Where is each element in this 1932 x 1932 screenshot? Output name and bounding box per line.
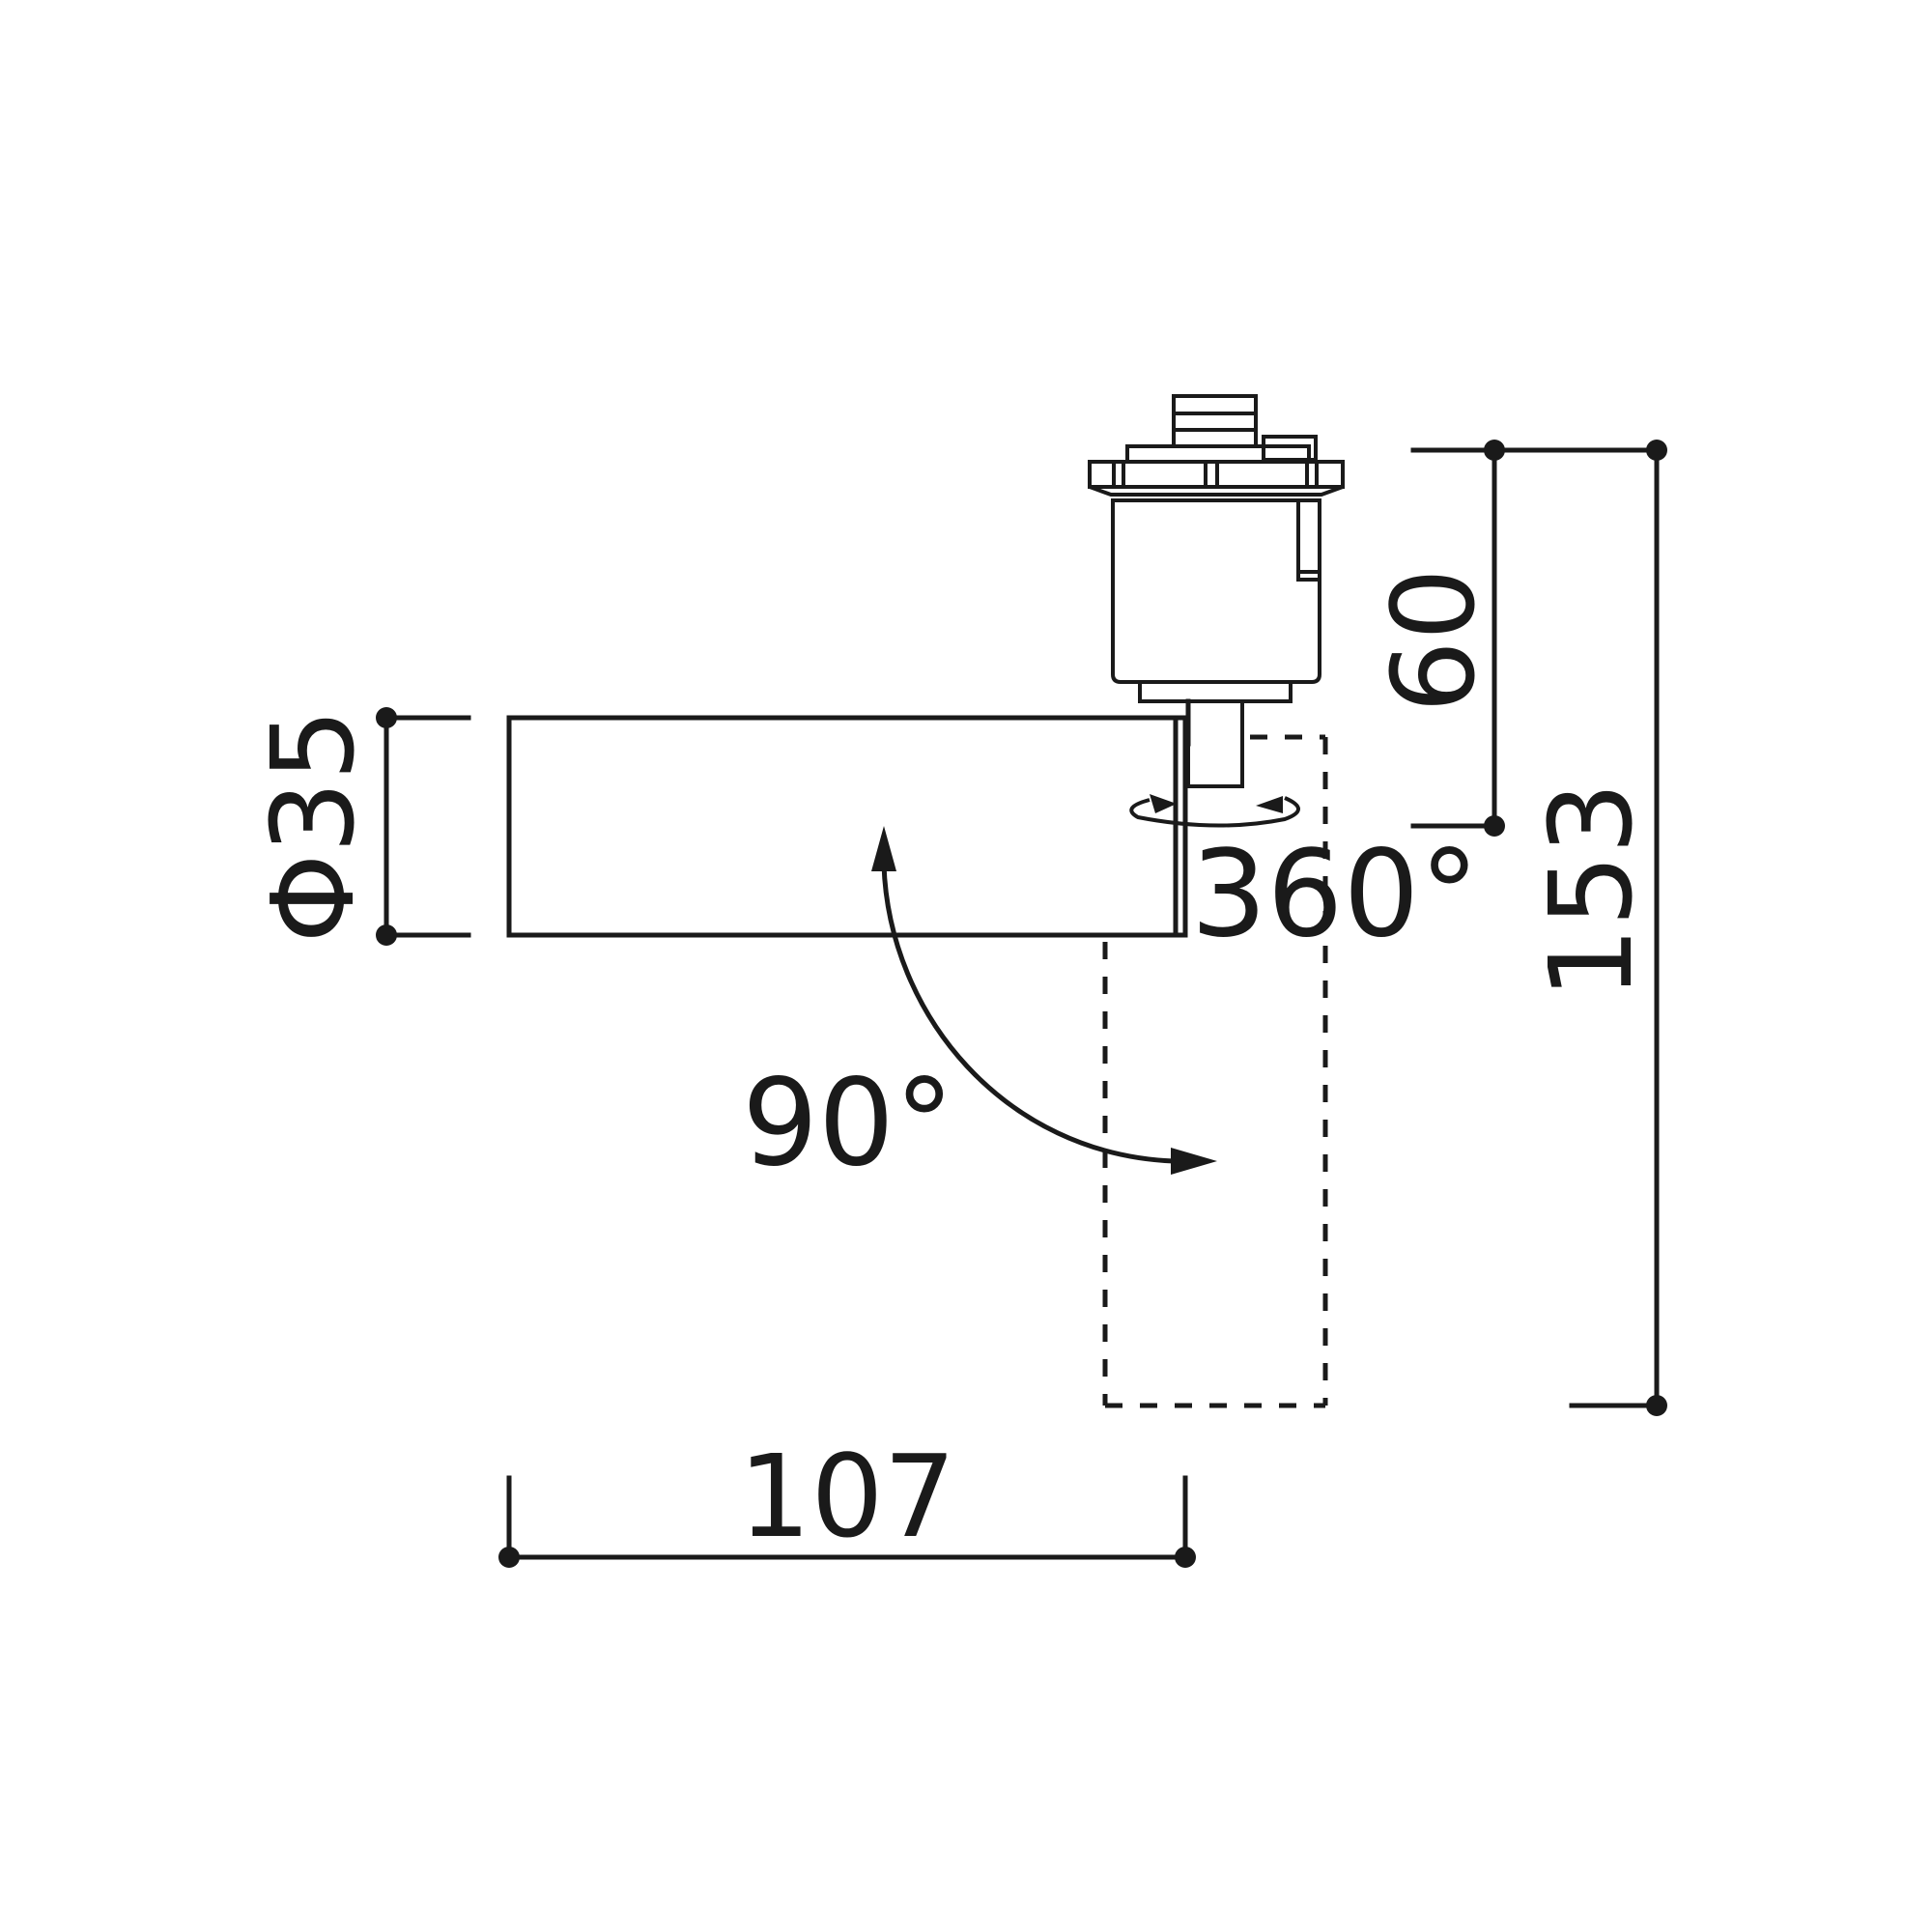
- adapter-latch: [1296, 498, 1321, 582]
- lamp-body-outline: [506, 715, 1188, 938]
- tilt-arrow-head-right: [1171, 1148, 1217, 1175]
- tilt-angle-label: 90°: [742, 1054, 954, 1193]
- track-adapter: [1088, 394, 1345, 788]
- rotated-position-outline: [1102, 734, 1328, 1408]
- rotation-arrow: [1129, 794, 1300, 828]
- diameter-label: Φ35: [246, 708, 380, 943]
- adapter-stem: [1186, 699, 1244, 788]
- tilt-arrow: [871, 826, 1217, 1175]
- adapter-top-block: [1172, 394, 1258, 448]
- dimension-width: 107: [498, 1430, 1196, 1568]
- total-height-label: 153: [1524, 781, 1658, 999]
- lamp-body: [506, 698, 1191, 938]
- adapter-height-label: 60: [1367, 568, 1500, 713]
- dimension-adapter-height: 60: [1367, 440, 1660, 837]
- rotation-angle-label: 360°: [1191, 825, 1480, 964]
- tilt-arrow-head-up: [871, 826, 896, 871]
- adapter-base: [1138, 680, 1293, 703]
- dimension-diameter: Φ35: [246, 707, 471, 946]
- width-label: 107: [738, 1430, 955, 1563]
- dimension-total-height: 153: [1524, 440, 1667, 1416]
